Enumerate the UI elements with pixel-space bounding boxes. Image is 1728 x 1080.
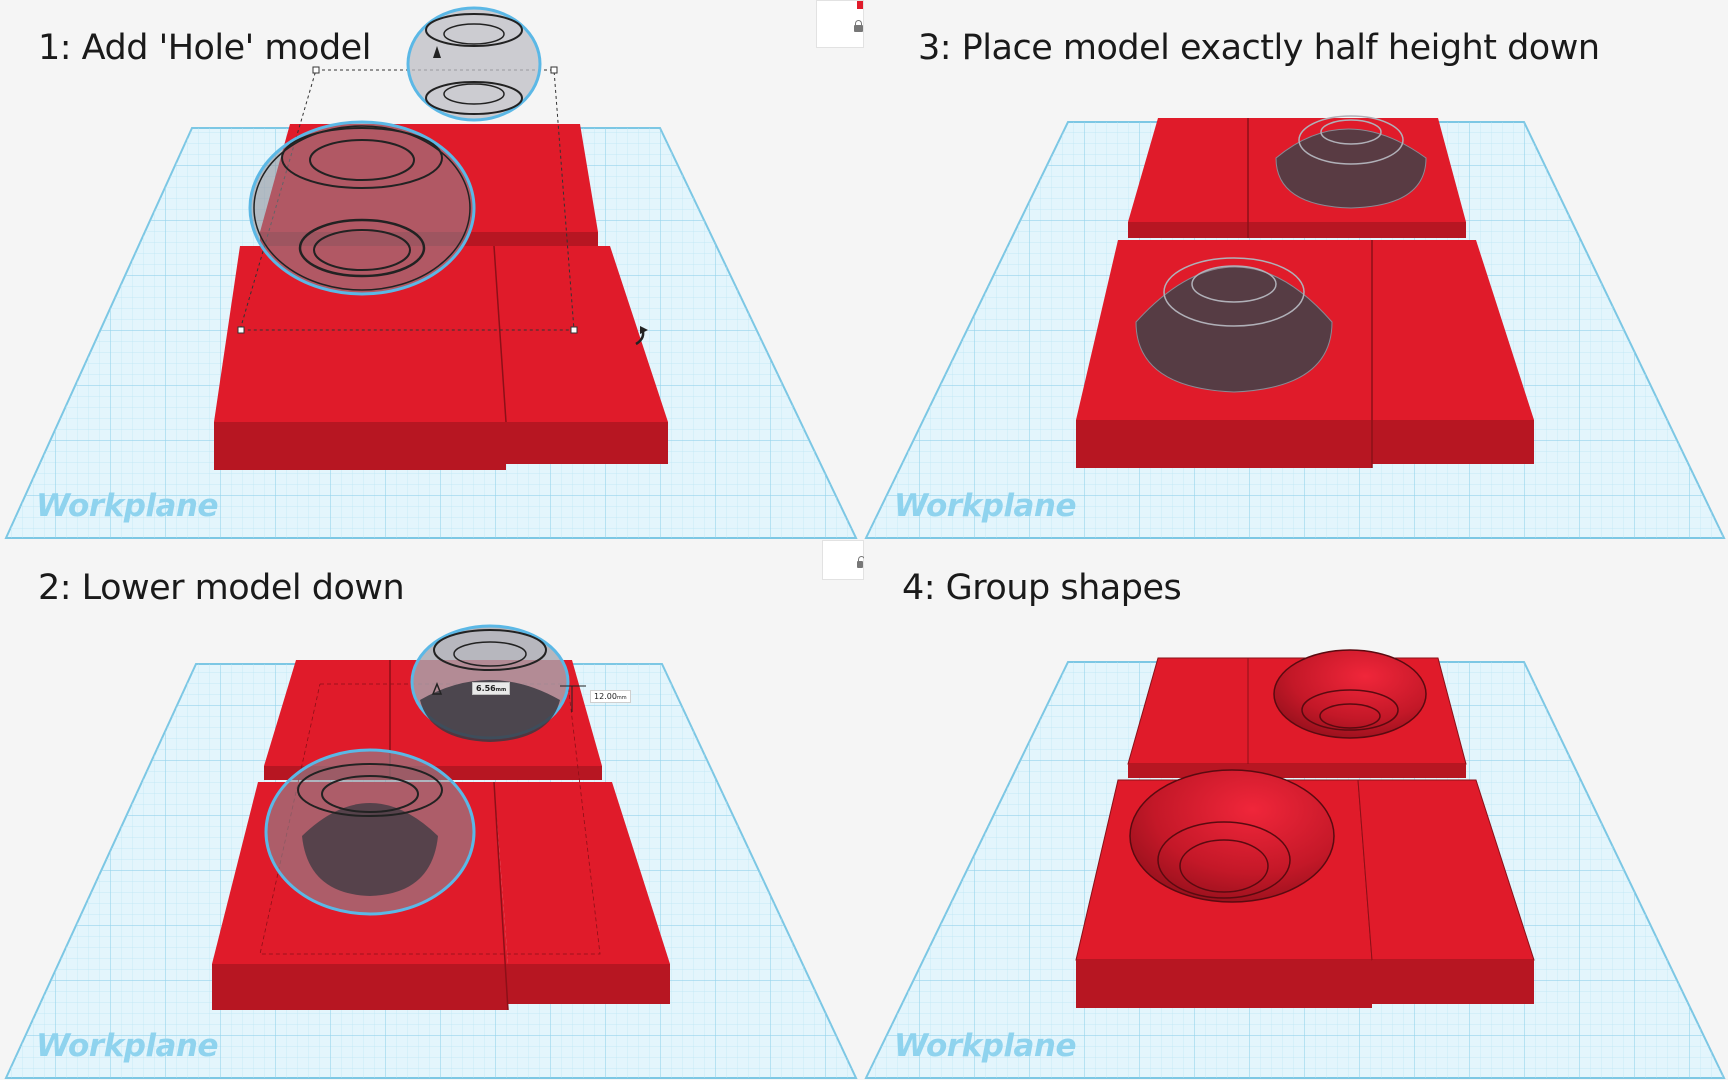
step-3-panel: 3: Place model exactly half height down … (864, 0, 1728, 540)
step-2-scene (4, 624, 858, 1079)
step-1-scene (4, 6, 858, 539)
step-caption: 1: Add 'Hole' model (38, 28, 371, 68)
red-box-back-left[interactable] (1128, 118, 1248, 222)
height-value[interactable]: 6.56 (476, 684, 496, 693)
workplane-label: Workplane (36, 488, 219, 524)
workplane-label: Workplane (894, 1028, 1077, 1064)
height-unit: mm (495, 687, 507, 693)
elevation-dimension-label[interactable]: 12.00mm (590, 690, 631, 703)
red-box-front-right[interactable] (1372, 240, 1534, 420)
hole-cavity-front[interactable] (1129, 769, 1335, 903)
height-cone-icon[interactable] (431, 681, 443, 695)
height-cone-icon[interactable] (433, 46, 441, 58)
lock-icon[interactable] (857, 556, 864, 568)
step-caption: 2: Lower model down (38, 568, 405, 608)
elevation-unit: mm (616, 695, 627, 701)
step-1-panel: 1: Add 'Hole' model Workplane (0, 0, 864, 540)
toolbar-corner[interactable] (822, 540, 864, 580)
step-caption: 3: Place model exactly half height down (918, 28, 1600, 68)
lock-icon[interactable] (854, 20, 863, 32)
hole-model-upper[interactable] (406, 6, 542, 122)
red-box-back-left[interactable] (264, 660, 390, 766)
hole-model-front[interactable] (264, 748, 476, 916)
hole-model-front[interactable] (1135, 257, 1333, 393)
step-4-panel: 4: Group shapes Workplane (864, 540, 1728, 1080)
red-box-front-right[interactable] (494, 246, 668, 422)
red-box-front-left[interactable] (214, 246, 506, 422)
height-dimension-label[interactable]: 6.56mm (472, 682, 511, 695)
workplane-label: Workplane (894, 488, 1077, 524)
step-2-panel: 2: Lower model down Workplane 6.56mm 12.… (0, 540, 864, 1080)
step-3-scene (864, 115, 1726, 539)
toolbar-corner[interactable] (816, 0, 864, 48)
elevation-value[interactable]: 12.00 (594, 692, 617, 701)
red-box-front-right[interactable] (494, 782, 670, 964)
hole-cavity-back[interactable] (1273, 649, 1427, 739)
step-4-scene (864, 649, 1726, 1079)
workplane-label: Workplane (36, 1028, 219, 1064)
hole-model-back[interactable] (1275, 115, 1427, 209)
hole-model-lower[interactable] (248, 120, 476, 296)
step-caption: 4: Group shapes (902, 568, 1182, 608)
